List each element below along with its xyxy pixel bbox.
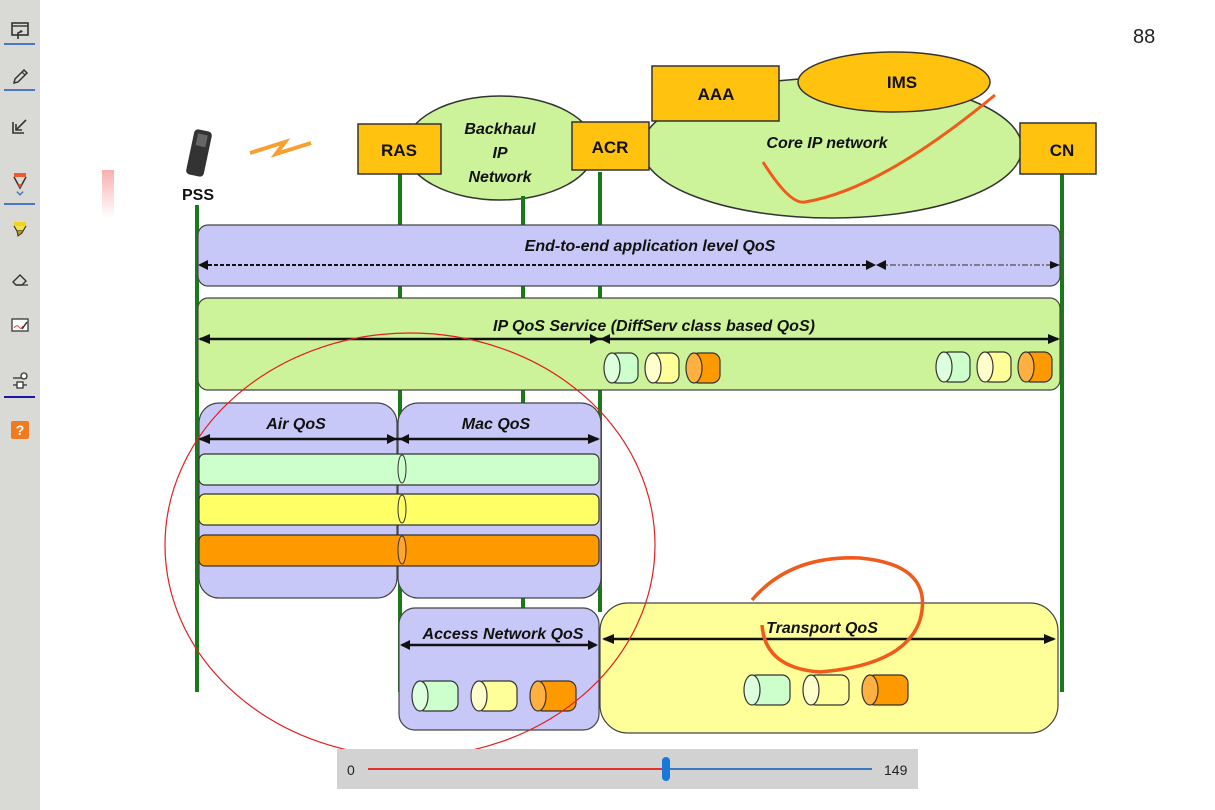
slider-min-label: 0: [347, 762, 355, 778]
transport-qos-band: [599, 602, 1059, 734]
transport-qos-label: Transport QoS: [766, 620, 878, 637]
queue-cylinder: [685, 352, 721, 384]
ras-label: RAS: [381, 141, 417, 160]
ip-qos-cylinders-right: [935, 351, 1053, 383]
eraser-icon[interactable]: [7, 266, 33, 292]
settings-active-indicator: [4, 396, 35, 398]
acr-label: ACR: [592, 138, 629, 157]
pss-label: PSS: [182, 187, 214, 204]
e2e-label: End-to-end application level QoS: [525, 238, 776, 255]
marker-red-icon[interactable]: [7, 168, 33, 194]
mac-qos-label: Mac QoS: [462, 416, 531, 433]
e2e-band: [197, 224, 1061, 287]
backhaul-label-1: Backhaul: [464, 121, 536, 138]
backhaul-label-2: IP: [492, 145, 507, 162]
ip-qos-label: IP QoS Service (DiffServ class based QoS…: [493, 318, 815, 335]
ink-mark: [102, 170, 114, 218]
pipe-orange: [198, 534, 600, 567]
phone-icon: [186, 129, 212, 177]
aaa-node: [651, 65, 780, 122]
queue-cylinder: [470, 680, 518, 712]
highlighter-yellow-icon[interactable]: [7, 216, 33, 242]
queue-cylinder: [529, 680, 577, 712]
slider-max-label: 149: [884, 762, 908, 778]
pipe-green: [198, 453, 600, 486]
ip-qos-band: [197, 297, 1061, 391]
queue-cylinder: [603, 352, 639, 384]
ims-node: [797, 51, 991, 113]
marker-active-indicator: [4, 203, 35, 205]
cn-label: CN: [1050, 141, 1075, 160]
aaa-label: AAA: [698, 85, 735, 104]
acr-node: [571, 121, 650, 171]
queue-cylinder: [935, 351, 971, 383]
page-slider[interactable]: 0 149: [337, 749, 918, 789]
exit-icon[interactable]: [7, 113, 33, 139]
settings-sliders-icon[interactable]: [7, 368, 33, 394]
svg-text:?: ?: [16, 422, 25, 438]
present-icon[interactable]: [7, 18, 33, 44]
pen-icon[interactable]: [7, 64, 33, 90]
pipe-yellow: [198, 493, 600, 526]
chevron-down-icon[interactable]: [7, 187, 33, 201]
page-number: 88: [1133, 26, 1156, 48]
core-ip-label: Core IP network: [766, 135, 888, 152]
ink-stroke-core: [761, 93, 996, 204]
transport-cylinders: [743, 674, 909, 706]
queue-cylinder: [976, 351, 1012, 383]
annotation-toolbar: ?: [0, 0, 40, 810]
ras-node: [357, 123, 442, 175]
queue-cylinder: [644, 352, 680, 384]
whiteboard-icon[interactable]: [7, 312, 33, 338]
queue-cylinder: [411, 680, 459, 712]
backhaul-label-3: Network: [468, 169, 532, 186]
ip-qos-cylinders-left: [603, 352, 721, 384]
pen-active-indicator: [4, 89, 35, 91]
queue-cylinder: [743, 674, 791, 706]
present-active-indicator: [4, 43, 35, 45]
slider-thumb[interactable]: [661, 757, 670, 781]
cn-node: [1019, 122, 1097, 175]
wireless-link-icon: [249, 138, 312, 158]
slider-track-remaining[interactable]: [665, 768, 872, 770]
slider-track-filled[interactable]: [368, 768, 666, 770]
access-cylinders: [411, 680, 577, 712]
air-qos-label: Air QoS: [265, 416, 326, 433]
queue-cylinder: [1017, 351, 1053, 383]
ims-label: IMS: [887, 73, 917, 92]
access-network-qos-label: Access Network QoS: [422, 626, 584, 643]
queue-cylinder: [802, 674, 850, 706]
queue-cylinder: [861, 674, 909, 706]
ink-circle-transport: [750, 556, 925, 674]
help-icon[interactable]: ?: [7, 417, 33, 443]
